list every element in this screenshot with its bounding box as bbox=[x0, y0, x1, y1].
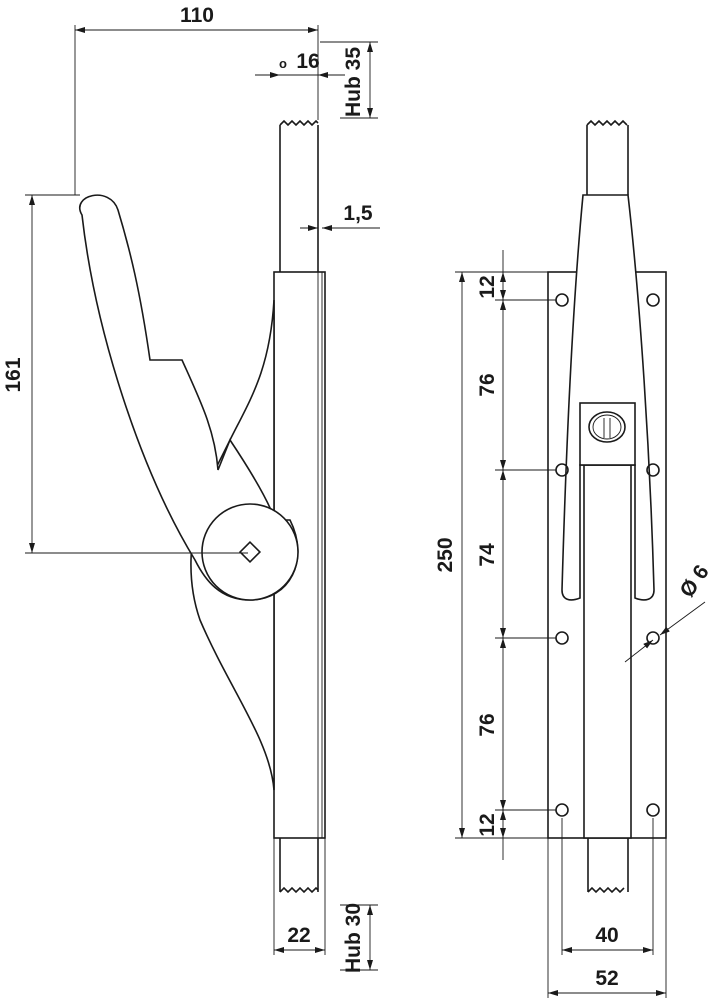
center-bar bbox=[583, 464, 632, 839]
lock-cylinder-icon bbox=[588, 411, 626, 443]
dim-40: 40 bbox=[595, 924, 618, 947]
dim-hub-35: Hub 35 bbox=[342, 47, 365, 117]
dim-hole-diameter: Ø 6 bbox=[676, 561, 714, 602]
dim-250: 250 bbox=[434, 537, 457, 572]
dim-12-top: 12 bbox=[476, 275, 499, 298]
lock-housing bbox=[579, 402, 636, 466]
side-view: 110 o 16 Hub 35 1,5 161 22 Hub 30 bbox=[2, 4, 380, 973]
dim-161: 161 bbox=[2, 357, 25, 392]
pivot bbox=[201, 503, 299, 601]
rod-bottom bbox=[587, 838, 629, 894]
dim-1-5: 1,5 bbox=[343, 202, 373, 225]
dim-22: 22 bbox=[287, 924, 310, 947]
rod-bottom bbox=[279, 838, 319, 894]
dim-12-bottom: 12 bbox=[476, 813, 499, 836]
dim-16: 16 bbox=[296, 50, 319, 73]
front-view: 250 12 76 74 76 12 Ø 6 40 52 bbox=[434, 119, 714, 998]
dim-o: o bbox=[279, 56, 287, 71]
rod-top bbox=[279, 119, 319, 272]
pivot-square bbox=[238, 540, 262, 564]
dim-110: 110 bbox=[180, 4, 214, 27]
rod-top bbox=[586, 119, 629, 195]
dim-52: 52 bbox=[595, 967, 618, 990]
dim-76-upper: 76 bbox=[476, 373, 499, 396]
dim-76-lower: 76 bbox=[476, 713, 499, 736]
dim-hub-30: Hub 30 bbox=[342, 903, 365, 973]
dim-74: 74 bbox=[476, 543, 499, 567]
handle bbox=[79, 194, 299, 601]
